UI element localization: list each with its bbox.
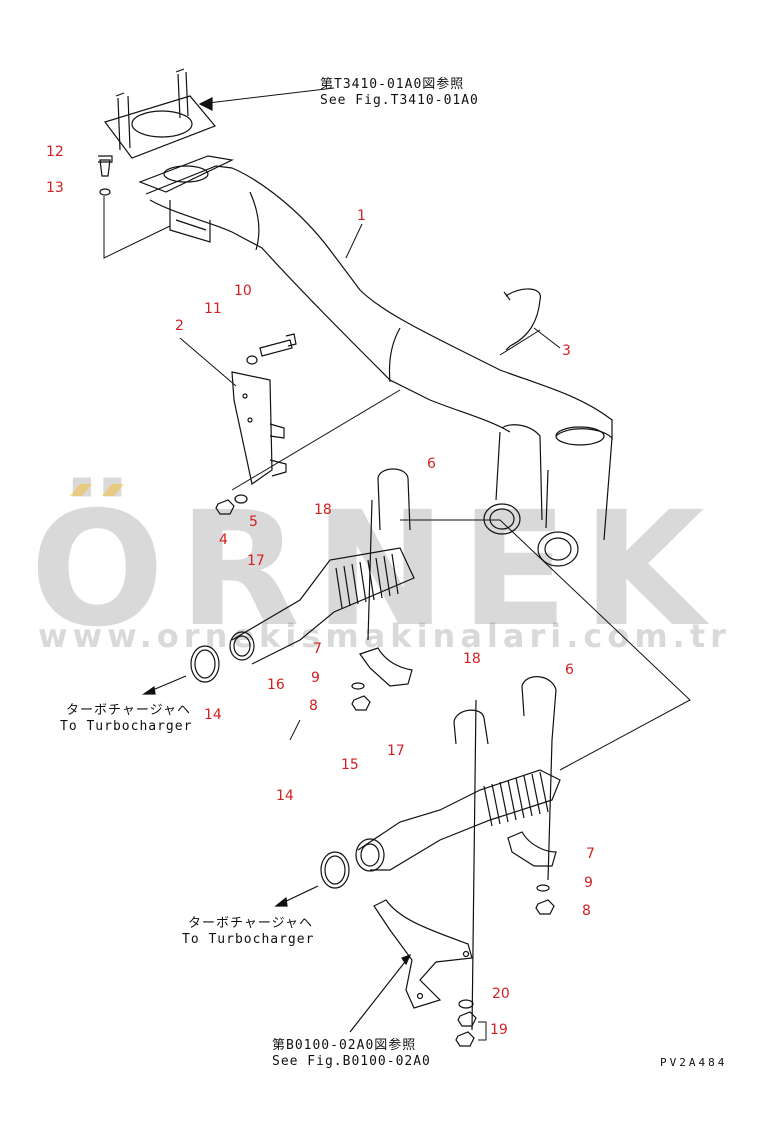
u-bolt-6-upper bbox=[377, 468, 411, 531]
intake-hose-15 bbox=[355, 769, 561, 872]
bolt-12 bbox=[98, 155, 113, 177]
part-label-9b: 9 bbox=[584, 875, 593, 891]
part-label-10: 10 bbox=[234, 283, 252, 299]
part-label-3: 3 bbox=[562, 343, 571, 359]
part-label-8a: 8 bbox=[309, 698, 318, 714]
reference-arrow-bottom bbox=[349, 957, 409, 1033]
ref-bottom-en: See Fig.B0100-02A0 bbox=[272, 1054, 431, 1069]
exhaust-pipe-1 bbox=[145, 165, 613, 567]
turbo-upper-en: To Turbocharger bbox=[60, 719, 193, 734]
turbo-lower-jp: ターボチャージャヘ bbox=[188, 916, 313, 931]
part-label-6b: 6 bbox=[565, 662, 574, 678]
bracket-2 bbox=[231, 371, 287, 486]
u-bolt-18-lower bbox=[453, 699, 489, 1031]
part-label-20: 20 bbox=[492, 986, 510, 1002]
washer-20 bbox=[458, 999, 474, 1009]
ref-bottom-jp: 第B0100-02A0図参照 bbox=[272, 1038, 417, 1053]
part-label-17a: 17 bbox=[247, 553, 265, 569]
bolt-10 bbox=[259, 333, 297, 357]
washer-5 bbox=[234, 494, 248, 504]
washer-9-upper bbox=[351, 682, 365, 690]
part-label-7a: 7 bbox=[313, 641, 322, 657]
part-label-9a: 9 bbox=[311, 670, 320, 686]
part-label-12: 12 bbox=[46, 144, 64, 160]
washer-13 bbox=[99, 188, 111, 196]
u-bolt-6-lower bbox=[521, 676, 557, 741]
part-label-8b: 8 bbox=[582, 903, 591, 919]
clamp-7-lower bbox=[507, 831, 557, 867]
part-label-14b: 14 bbox=[276, 788, 294, 804]
nut-8-upper bbox=[351, 695, 371, 711]
watermark-accent-icon bbox=[66, 484, 128, 498]
reference-arrow-top bbox=[198, 97, 213, 111]
part-label-11: 11 bbox=[204, 301, 222, 317]
bracket-lower bbox=[373, 899, 473, 1009]
turbo-lower-en: To Turbocharger bbox=[182, 932, 315, 947]
nut-4 bbox=[215, 499, 235, 515]
part-label-1: 1 bbox=[357, 208, 366, 224]
part-label-6a: 6 bbox=[427, 456, 436, 472]
part-label-19: 19 bbox=[490, 1022, 508, 1038]
leader-lines bbox=[103, 87, 691, 771]
ring-14-lower bbox=[320, 851, 350, 889]
part-label-5: 5 bbox=[249, 514, 258, 530]
turbo-upper-jp: ターボチャージャヘ bbox=[66, 703, 191, 718]
part-label-16: 16 bbox=[267, 677, 285, 693]
watermark-brand: ÖRNEK bbox=[30, 478, 719, 662]
u-bolt-18-upper bbox=[367, 499, 373, 641]
ref-top-en: See Fig.T3410-01A0 bbox=[320, 93, 479, 108]
washer-9-lower bbox=[536, 884, 550, 892]
top-flange bbox=[104, 68, 216, 159]
u-bolt-6-lower-leader bbox=[547, 739, 553, 881]
part-label-7b: 7 bbox=[586, 846, 595, 862]
drawing-code: PV2A484 bbox=[660, 1056, 728, 1069]
gasket bbox=[138, 155, 234, 193]
nut-19-a bbox=[457, 1011, 477, 1027]
part-label-18a: 18 bbox=[314, 502, 332, 518]
ring-14-upper bbox=[190, 645, 220, 683]
part-label-2: 2 bbox=[175, 318, 184, 334]
ref-top-jp: 第T3410-01A0図参照 bbox=[320, 77, 465, 92]
nut-19-b bbox=[455, 1031, 475, 1047]
part-label-13: 13 bbox=[46, 180, 64, 196]
part-label-4: 4 bbox=[219, 532, 228, 548]
part-label-14a: 14 bbox=[204, 707, 222, 723]
clamp-7-upper bbox=[359, 647, 413, 687]
washer-11 bbox=[246, 355, 258, 365]
u-bolt-3 bbox=[503, 288, 541, 351]
watermark-url: www.ornekismakinalari.com.tr bbox=[38, 617, 731, 655]
part-label-18b: 18 bbox=[463, 651, 481, 667]
part-label-15: 15 bbox=[341, 757, 359, 773]
part-label-17b: 17 bbox=[387, 743, 405, 759]
intake-hose-16 bbox=[229, 547, 415, 665]
nut-8-lower bbox=[535, 899, 555, 915]
